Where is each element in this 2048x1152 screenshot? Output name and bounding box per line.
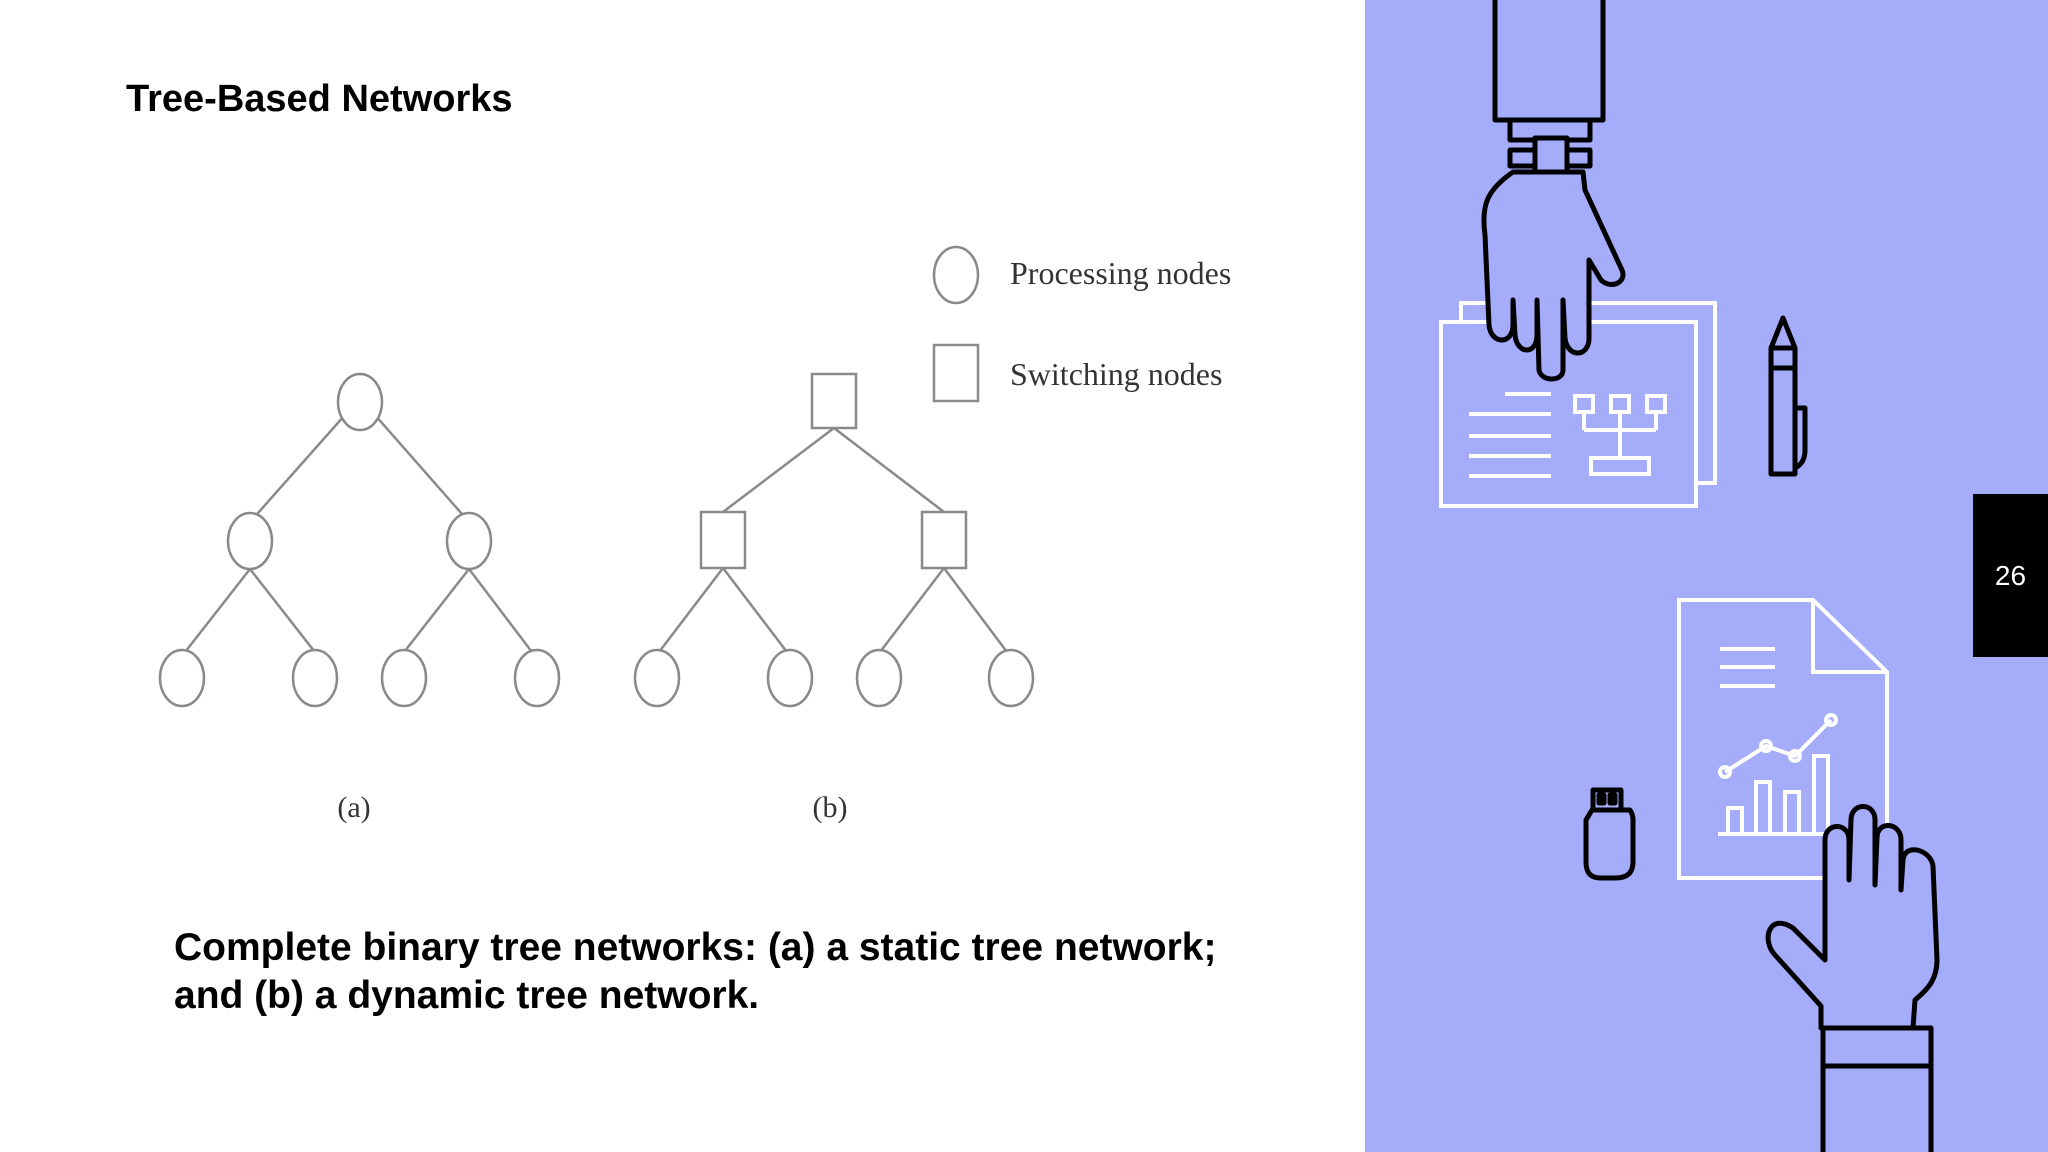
slide-title: Tree-Based Networks xyxy=(126,78,513,120)
switching-node xyxy=(920,510,968,570)
illustration-art xyxy=(1439,0,1940,1152)
hand-icon xyxy=(1765,804,1940,1152)
page-number-badge: 26 xyxy=(1973,494,2048,657)
processing-node xyxy=(158,648,206,708)
illustration-panel xyxy=(1365,0,2048,1152)
tree-b-nodes xyxy=(633,372,1035,708)
switching-node xyxy=(699,510,747,570)
caption-line-1: Complete binary tree networks: (a) a sta… xyxy=(174,926,1217,969)
processing-node xyxy=(336,372,384,432)
processing-node xyxy=(226,511,274,571)
tree-b-edges xyxy=(655,427,1011,657)
legend-switching-label: Switching nodes xyxy=(1010,356,1222,392)
tree-a-nodes xyxy=(158,372,561,708)
hand-with-watch-icon xyxy=(1481,0,1626,382)
tree-network-diagram: Processing nodes Switching nodes (a) (b) xyxy=(158,245,1231,824)
legend-processing-label: Processing nodes xyxy=(1010,255,1231,291)
processing-node xyxy=(513,648,561,708)
tree-a-label: (a) xyxy=(337,791,370,824)
processing-node xyxy=(766,648,814,708)
processing-node xyxy=(987,648,1035,708)
processing-node xyxy=(445,511,493,571)
tree-b-label: (b) xyxy=(813,791,848,824)
pen-icon xyxy=(1768,315,1808,477)
legend-processing-icon xyxy=(932,245,980,305)
usb-drive-icon xyxy=(1583,787,1636,881)
document-with-org-chart-icon xyxy=(1439,301,1717,508)
report-with-chart-icon xyxy=(1677,598,1889,880)
processing-node xyxy=(291,648,339,708)
figure-caption: Complete binary tree networks: (a) a sta… xyxy=(174,924,1334,1020)
processing-node xyxy=(633,648,681,708)
legend-switching-icon xyxy=(932,343,980,403)
processing-node xyxy=(380,648,428,708)
processing-node xyxy=(855,648,903,708)
caption-line-2: and (b) a dynamic tree network. xyxy=(174,974,760,1017)
switching-node xyxy=(810,372,858,430)
